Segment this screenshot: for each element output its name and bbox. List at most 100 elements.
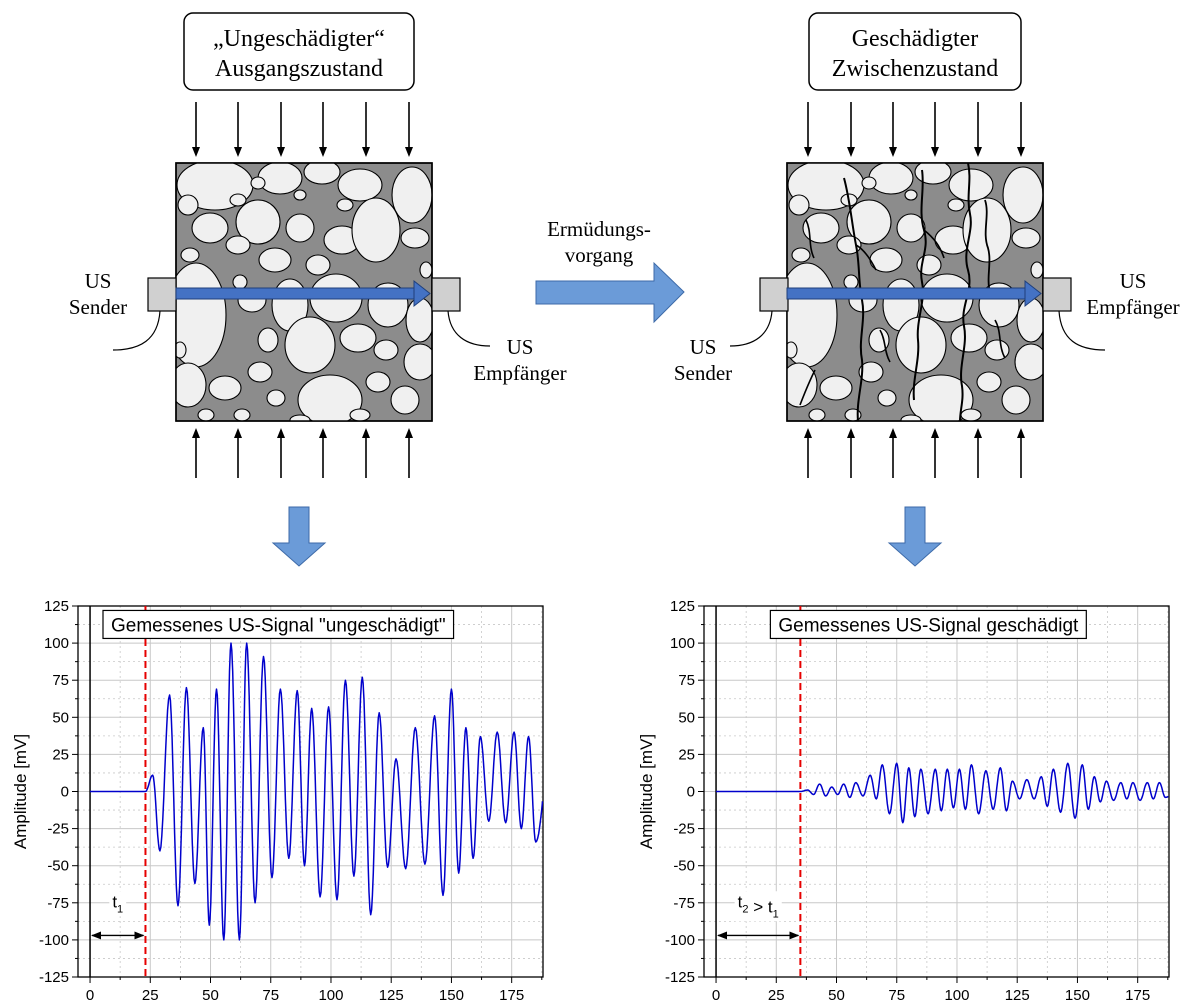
- right-receiver-transducer: [1042, 277, 1072, 312]
- y-tick-label: -100: [39, 932, 69, 949]
- aggregate-grain: [258, 247, 292, 273]
- aggregate-grain: [819, 375, 853, 401]
- chart-title: Gemessenes US-Signal "ungeschädigt": [111, 615, 446, 636]
- right-state-line2: Zwischenzustand: [832, 56, 999, 82]
- process-label-line1: Ermüdungs-: [547, 217, 651, 241]
- aggregate-grain: [293, 189, 307, 201]
- aggregate-grain: [180, 247, 200, 263]
- y-tick-label: 0: [61, 784, 69, 801]
- aggregate-grain: [351, 197, 401, 263]
- aggregate-grain: [336, 198, 354, 212]
- left-receiver-label-line1: US: [507, 335, 534, 359]
- left-load-arrows-bottom: [192, 428, 413, 478]
- aggregate-grain: [1014, 343, 1043, 381]
- y-tick-label: -50: [47, 858, 69, 875]
- aggregate-grain: [802, 212, 840, 244]
- aggregate-grain: [877, 389, 897, 407]
- y-tick-label: -25: [673, 821, 695, 838]
- aggregate-grain: [843, 274, 859, 290]
- aggregate-grain: [947, 198, 965, 212]
- aggregate-grain: [900, 414, 922, 421]
- aggregate-grain: [229, 193, 247, 207]
- aggregate-grain: [233, 408, 251, 421]
- aggregate-grain: [303, 163, 341, 185]
- aggregate-grain: [225, 235, 251, 255]
- time-of-flight-label: t2 > t1: [738, 892, 779, 920]
- x-tick-label: 175: [1125, 987, 1150, 1004]
- left-receiver-transducer: [431, 277, 461, 312]
- aggregate-grain: [289, 414, 311, 421]
- x-tick-label: 25: [768, 987, 785, 1004]
- x-tick-label: 50: [202, 987, 219, 1004]
- aggregate-grain: [257, 163, 303, 195]
- y-tick-label: 75: [52, 672, 69, 689]
- aggregate-grain: [846, 199, 892, 245]
- aggregate-grain: [176, 341, 187, 359]
- aggregate-grain: [337, 168, 383, 202]
- y-tick-label: 100: [44, 635, 69, 652]
- left-sender-label-line1: US: [85, 269, 112, 293]
- x-tick-label: 100: [318, 987, 343, 1004]
- right-sender-cable: [729, 310, 773, 347]
- right-state-line1: Geschädigter: [852, 26, 979, 52]
- aggregate-grain: [305, 254, 331, 276]
- aggregate-grain: [177, 194, 199, 216]
- right-load-arrows-top: [804, 102, 1025, 157]
- y-tick-label: 100: [670, 635, 695, 652]
- aggregate-grain: [787, 341, 798, 359]
- right-down-arrow-to-chart: [887, 506, 943, 567]
- right-ultrasound-beam-arrow: [786, 279, 1042, 308]
- aggregate-grain: [960, 408, 982, 421]
- y-tick-label: -75: [673, 895, 695, 912]
- aggregate-grain: [257, 327, 279, 353]
- aggregate-grain: [365, 371, 391, 393]
- right-panel: Geschädigter Zwischenzustand: [674, 12, 1180, 567]
- x-tick-label: 75: [262, 987, 279, 1004]
- x-tick-label: 150: [439, 987, 464, 1004]
- y-axis-title: Amplitude [mV]: [11, 734, 30, 849]
- aggregate-grain: [176, 362, 207, 408]
- chart-title-box: [102, 609, 455, 640]
- x-tick-label: 125: [379, 987, 404, 1004]
- x-tick-label: 100: [944, 987, 969, 1004]
- y-tick-label: 25: [678, 746, 695, 763]
- left-down-arrow-to-chart: [271, 506, 327, 567]
- signal-series: [716, 762, 1169, 824]
- aggregate-grain: [391, 166, 432, 224]
- right-receiver-cable: [1058, 310, 1106, 351]
- y-tick-label: 50: [678, 709, 695, 726]
- x-tick-label: 150: [1065, 987, 1090, 1004]
- y-tick-label: 50: [52, 709, 69, 726]
- aggregate-grain: [976, 371, 1002, 393]
- aggregate-grain: [1016, 297, 1043, 343]
- process-label-line2: vorgang: [565, 243, 634, 267]
- x-tick-label: 175: [499, 987, 524, 1004]
- time-of-flight-label-bg: [734, 891, 782, 922]
- aggregate-grain: [247, 361, 273, 383]
- aggregate-grain: [235, 199, 281, 245]
- aggregate-grain: [191, 212, 229, 244]
- aggregate-grain: [339, 323, 377, 353]
- aggregate-grain: [868, 163, 914, 195]
- x-tick-label: 50: [828, 987, 845, 1004]
- aggregate-grain: [1011, 227, 1041, 249]
- y-tick-label: 25: [52, 746, 69, 763]
- aggregate-grain: [787, 362, 818, 408]
- y-tick-label: -50: [673, 858, 695, 875]
- y-tick-label: -125: [39, 969, 69, 986]
- right-sender-label-line1: US: [690, 335, 717, 359]
- aggregate-grain: [895, 316, 947, 374]
- left-receiver-label-line2: Empfänger: [473, 361, 566, 385]
- aggregate-grain: [250, 176, 266, 190]
- right-state-box: [808, 12, 1022, 91]
- aggregate-grain: [266, 389, 286, 407]
- aggregate-grain: [1002, 166, 1043, 224]
- y-tick-label: 75: [678, 672, 695, 689]
- aggregate-grain: [896, 213, 926, 243]
- x-tick-label: 125: [1005, 987, 1030, 1004]
- right-sender-transducer: [759, 277, 789, 312]
- aggregate-grain: [868, 327, 890, 353]
- left-panel: „Ungeschädigter“ Ausgangszustand US Send…: [69, 12, 567, 567]
